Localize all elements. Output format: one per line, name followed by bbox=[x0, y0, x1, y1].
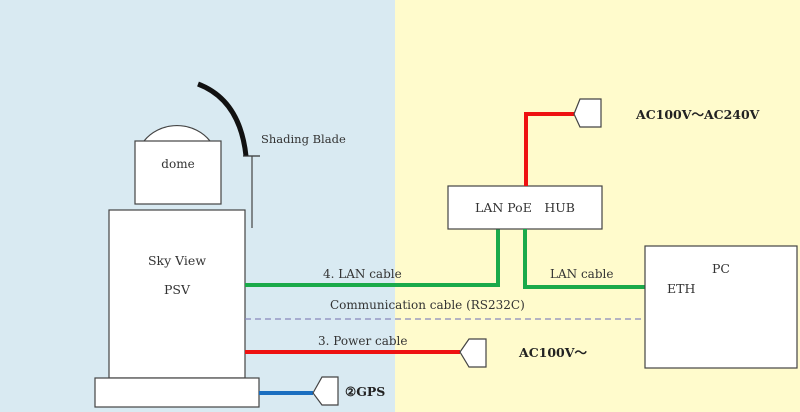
dome-box bbox=[134, 140, 222, 205]
shading-blade-label: Shading Blade bbox=[261, 132, 346, 146]
psv-label-line2: PSV bbox=[164, 282, 191, 297]
lan-cable-pc-label: LAN cable bbox=[550, 267, 613, 281]
dome-label: dome bbox=[161, 157, 194, 171]
gps-label: ②GPS bbox=[345, 384, 385, 399]
power-source-hub-label: AC100V〜AC240V bbox=[635, 107, 760, 122]
power-source-psv-label: AC100V〜 bbox=[518, 345, 587, 360]
shading-blade bbox=[197, 81, 249, 157]
psv-label-line1: Sky View bbox=[148, 253, 206, 268]
lan-cable-hub-pc bbox=[523, 229, 645, 289]
dome-cap bbox=[143, 125, 211, 142]
pc bbox=[644, 245, 798, 369]
psv-unit bbox=[108, 209, 246, 379]
power-cable-hub bbox=[524, 112, 574, 186]
power-connector-psv bbox=[459, 338, 487, 368]
pc-eth-label: ETH bbox=[667, 281, 695, 296]
lan-cable-psv-label: 4. LAN cable bbox=[323, 267, 402, 281]
lan-cable-psv-hub bbox=[245, 224, 500, 287]
hub-label: LAN PoE HUB bbox=[475, 200, 575, 215]
gps-connector bbox=[312, 376, 339, 406]
power-cable-label: 3. Power cable bbox=[318, 334, 408, 348]
psv-base bbox=[94, 377, 260, 408]
power-connector-hub bbox=[573, 98, 602, 128]
comm-cable-label: Communication cable (RS232C) bbox=[330, 298, 525, 312]
pc-label: PC bbox=[712, 261, 730, 276]
